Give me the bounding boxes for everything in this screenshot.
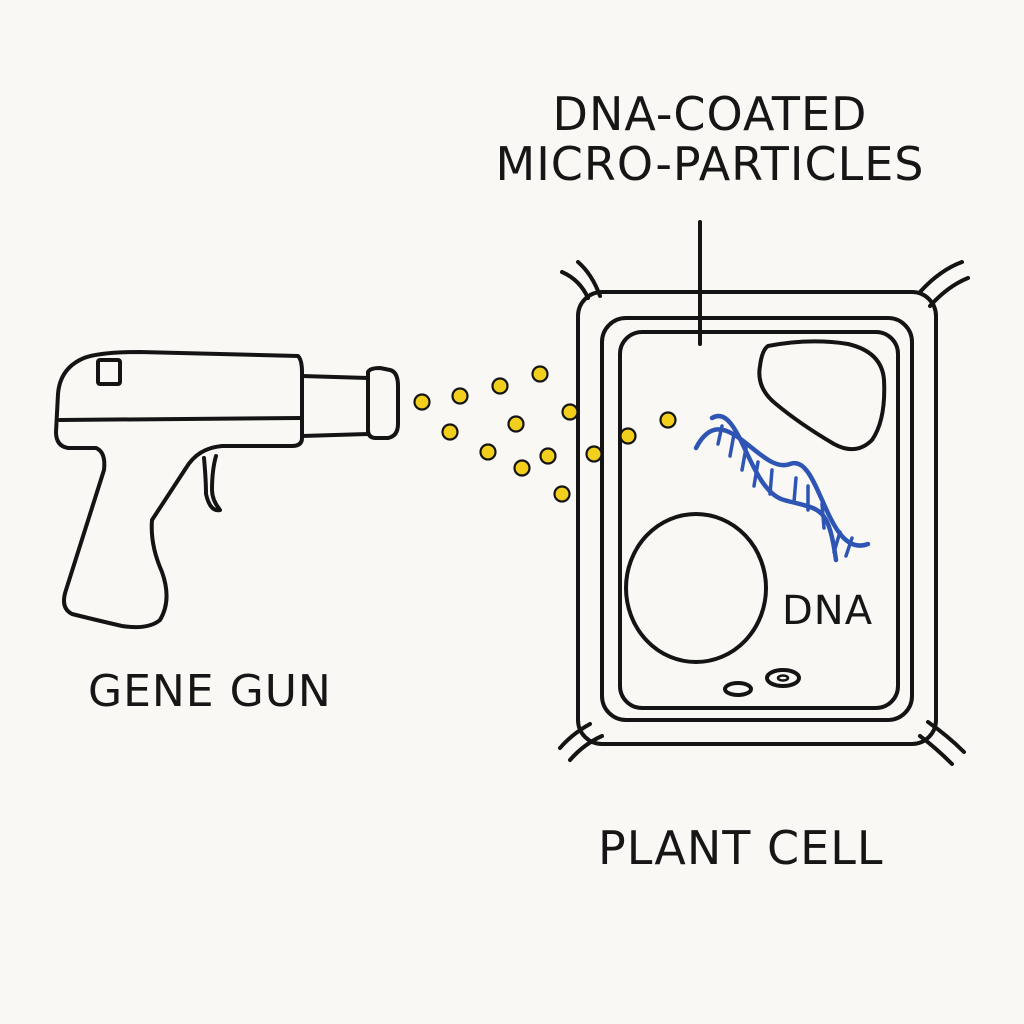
organelle-small-left xyxy=(723,681,753,697)
micro-particle xyxy=(451,387,469,405)
micro-particle xyxy=(553,485,571,503)
cell-wall-middle xyxy=(600,316,914,722)
micro-particle xyxy=(413,393,431,411)
dna-rung xyxy=(844,536,854,558)
gun-sight xyxy=(96,358,122,386)
neighbor-wall-top-right xyxy=(918,260,970,308)
neighbor-wall-top-left xyxy=(560,260,602,300)
micro-particle xyxy=(619,427,637,445)
gun-muzzle xyxy=(366,366,400,440)
micro-particles-label-line2: MICRO-PARTICLES xyxy=(495,136,925,191)
plant-cell-icon xyxy=(558,220,970,766)
micro-particle xyxy=(513,459,531,477)
dna-rung xyxy=(768,468,774,496)
dna-rung xyxy=(728,432,736,458)
gene-gun-icon xyxy=(54,350,400,630)
dna-rung xyxy=(792,476,798,504)
gun-barrel xyxy=(300,374,370,438)
micro-particle xyxy=(659,411,677,429)
neighbor-wall-bottom-right xyxy=(918,720,966,766)
nucleus-icon xyxy=(624,512,768,664)
micro-particle xyxy=(585,445,603,463)
dna-rung xyxy=(832,530,842,554)
dna-base-pairs xyxy=(716,424,854,558)
micro-particle xyxy=(479,443,497,461)
cell-membrane xyxy=(618,330,900,710)
micro-particles-label: DNA-COATED MICRO-PARTICLES xyxy=(440,87,980,191)
dna-rung xyxy=(752,460,760,488)
gun-side-line xyxy=(58,416,302,422)
micro-particle xyxy=(531,365,549,383)
gene-gun-label: GENE GUN xyxy=(88,666,332,717)
micro-particle xyxy=(561,403,579,421)
cell-wall-outer xyxy=(576,290,938,746)
gun-trigger xyxy=(202,454,222,513)
dna-strand-b xyxy=(709,413,839,563)
dna-label: DNA xyxy=(782,588,874,634)
dna-rung xyxy=(716,424,724,446)
organelle-small-right xyxy=(765,668,801,688)
organelle-inner xyxy=(776,674,790,682)
dna-rung xyxy=(740,446,748,472)
micro-particle xyxy=(441,423,459,441)
dna-rung xyxy=(820,502,826,530)
plant-cell-label: PLANT CELL xyxy=(598,821,884,875)
dna-strand-a xyxy=(693,427,871,548)
micro-particles-label-line1: DNA-COATED xyxy=(552,87,868,141)
dna-helix-icon xyxy=(693,413,871,563)
micro-particle xyxy=(507,415,525,433)
micro-particles xyxy=(413,365,677,503)
neighbor-wall-bottom-left xyxy=(558,722,604,762)
gun-body xyxy=(54,350,304,630)
micro-particle xyxy=(491,377,509,395)
vacuole-icon xyxy=(757,339,887,452)
micro-particle xyxy=(539,447,557,465)
